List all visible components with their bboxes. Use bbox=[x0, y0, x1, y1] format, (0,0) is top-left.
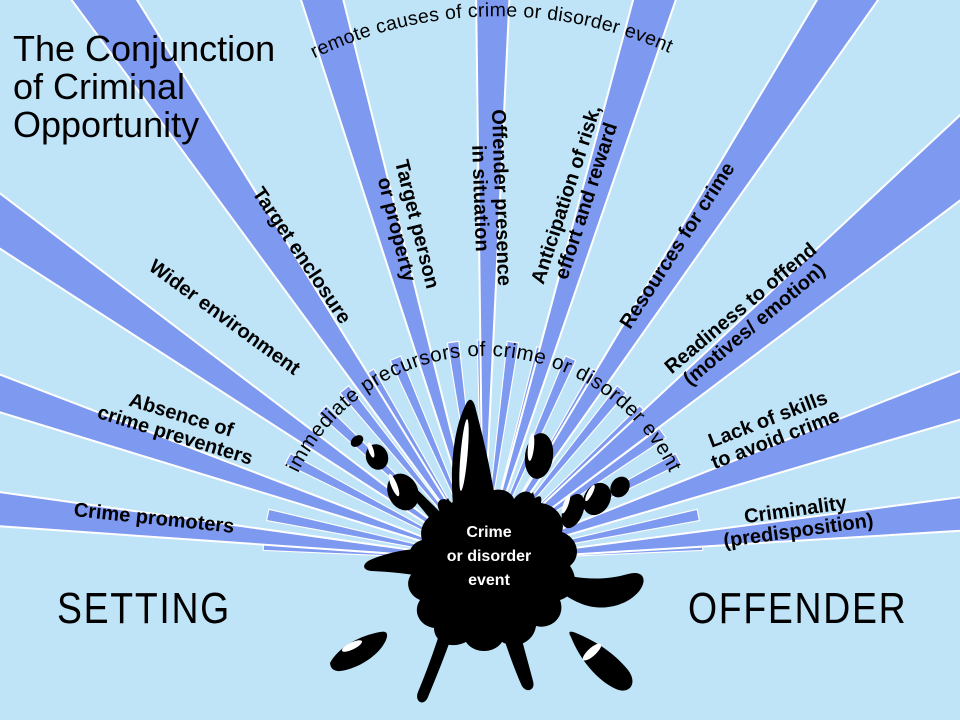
splat-ear-right bbox=[516, 492, 540, 515]
ray-wider-environment bbox=[0, 192, 484, 561]
splat-droplet bbox=[524, 433, 554, 479]
ray-resources-for-crime bbox=[482, 0, 880, 561]
ray-anticipation-of-risk bbox=[482, 0, 677, 561]
splat-highlight bbox=[561, 494, 571, 514]
splat-droplet bbox=[610, 476, 630, 498]
splat-highlight bbox=[367, 442, 375, 458]
splat-droplet bbox=[330, 631, 388, 672]
ray-lack-of-skills-to-avoid-crime bbox=[482, 370, 960, 561]
splat-ear-left bbox=[436, 498, 458, 517]
page-title: The Conjunction of Criminal Opportunity bbox=[13, 28, 276, 145]
ray-target-enclosure bbox=[70, 0, 484, 561]
splat-tentacle-up bbox=[451, 399, 497, 525]
center-event-label: Crime or disorder event bbox=[446, 524, 532, 589]
splat-highlight bbox=[388, 473, 400, 497]
ray-absence-of-crime-preventers bbox=[0, 373, 484, 561]
splat-highlight bbox=[341, 640, 363, 652]
splat-leg-right bbox=[498, 616, 534, 691]
splat-leg-left bbox=[417, 612, 458, 703]
ray-criminality-predisposition bbox=[482, 496, 960, 561]
splat-arm-left bbox=[364, 548, 436, 580]
splat-highlight bbox=[527, 433, 535, 461]
splat-droplet bbox=[387, 473, 419, 511]
splat-highlight bbox=[585, 484, 595, 502]
ray-target-person-or-property bbox=[300, 0, 484, 561]
splat-droplet bbox=[365, 444, 389, 470]
splat-droplet bbox=[569, 631, 633, 691]
splat-droplet bbox=[350, 435, 364, 447]
ray-crime-promoters bbox=[0, 491, 484, 561]
splat-body bbox=[408, 489, 577, 651]
setting-zone-label: SETTING bbox=[57, 584, 231, 633]
offender-zone-label: OFFENDER bbox=[688, 584, 908, 633]
splat-arm-right bbox=[544, 570, 644, 608]
ray-readiness-to-offend bbox=[482, 113, 960, 561]
ray-offender-presence-in-situation bbox=[475, 0, 511, 561]
splat-highlight bbox=[582, 643, 602, 661]
splat-highlight bbox=[459, 419, 469, 491]
